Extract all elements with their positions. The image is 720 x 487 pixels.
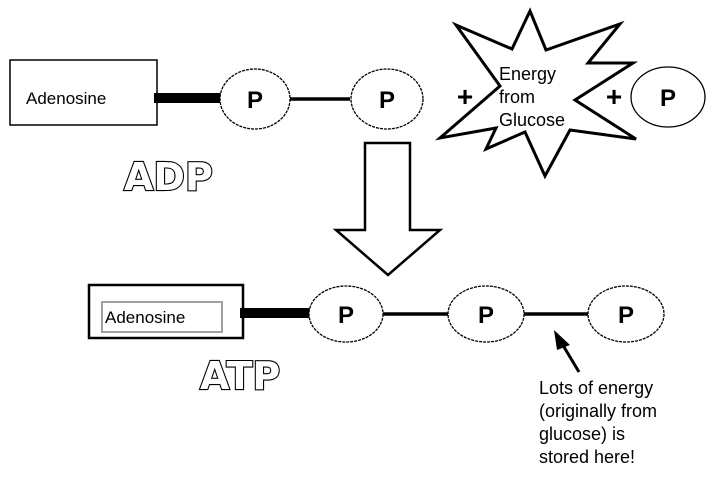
adp-adenosine-label: Adenosine: [26, 89, 106, 108]
adp-phosphate-2: [350, 68, 424, 130]
atp-phosphate-2-label: P: [478, 302, 494, 329]
adp-thick-bond: [154, 93, 223, 103]
reaction-arrow-icon: [332, 141, 444, 277]
starburst-icon: [434, 7, 639, 180]
adp-label: ADP: [124, 155, 213, 199]
annotation-line-2: (originally from: [539, 401, 657, 421]
adp-phosphate-1-label: P: [247, 87, 263, 114]
annotation-line-3: glucose) is: [539, 424, 625, 444]
annotation-line-1: Lots of energy: [539, 378, 653, 398]
energy-text-line-1: Energy: [499, 64, 556, 84]
energy-text-line-3: Glucose: [499, 110, 565, 130]
pointer-arrow-icon: [554, 330, 570, 350]
plus-sign-2: +: [606, 81, 622, 112]
atp-thick-bond: [240, 308, 313, 318]
annotation-line-4: stored here!: [539, 447, 635, 467]
free-phosphate: [630, 66, 706, 128]
atp-molecule: Adenosine P P P: [87, 283, 665, 343]
annotation-text: Lots of energy (originally from glucose)…: [539, 378, 657, 467]
adp-phosphate-2-label: P: [379, 87, 395, 114]
atp-adenosine-inner-box: [101, 301, 223, 333]
free-phosphate-label: P: [660, 85, 676, 112]
adp-molecule: Adenosine P P: [9, 59, 424, 130]
atp-phosphate-3-label: P: [618, 302, 634, 329]
adp-adenosine-box: [9, 59, 158, 126]
energy-starburst: Energy from Glucose: [434, 7, 639, 180]
energy-text-line-2: from: [499, 87, 535, 107]
atp-phosphate-3: [587, 285, 665, 343]
atp-phosphate-1-label: P: [338, 302, 354, 329]
plus-sign-1: +: [457, 81, 473, 112]
atp-label: ATP: [200, 354, 280, 398]
annotation-pointer: [554, 330, 581, 373]
atp-adenosine-label: Adenosine: [105, 308, 185, 327]
